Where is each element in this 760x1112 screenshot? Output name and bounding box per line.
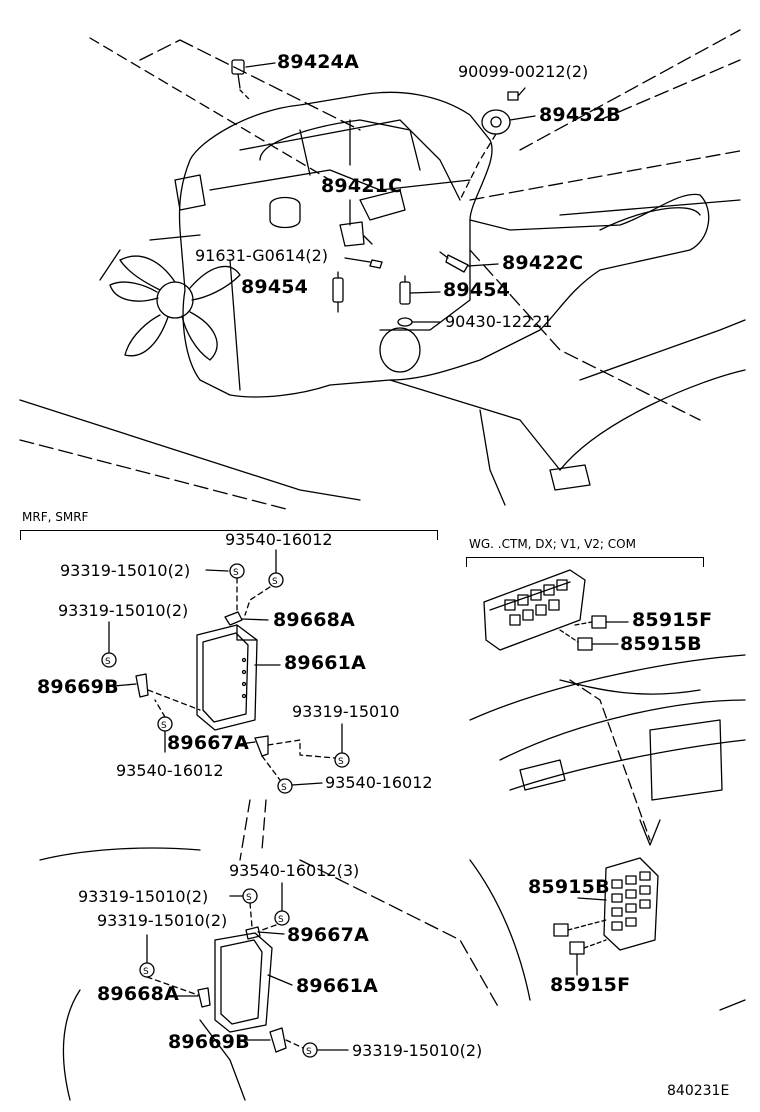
label-93319-15010-c: 93319-15010 — [292, 702, 400, 721]
label-93319-15010-d: 93319-15010(2) — [78, 887, 209, 906]
svg-text:S: S — [233, 568, 239, 578]
washer-90430 — [397, 317, 441, 327]
svg-text:S: S — [143, 967, 149, 977]
sensor-89452B — [459, 109, 536, 201]
label-93540-16012-right: 93540-16012 — [325, 773, 433, 792]
label-85915F-top: 85915F — [632, 609, 713, 631]
label-89661A: 89661A — [284, 652, 367, 674]
svg-text:S: S — [105, 657, 111, 667]
label-93319-15010-f: 93319-15010(2) — [352, 1041, 483, 1060]
label-90430-12221: 90430-12221 — [445, 312, 553, 331]
label-90099-00212: 90099-00212(2) — [458, 62, 589, 81]
label-89667A: 89667A — [167, 732, 250, 754]
sensor-89454-right — [399, 275, 441, 305]
svg-text:S: S — [338, 757, 344, 767]
section-title-mrf-smrf: MRF, SMRF — [22, 510, 89, 524]
label-93319-15010-e: 93319-15010(2) — [97, 911, 228, 930]
label-85915B-bottom: 85915B — [528, 876, 610, 898]
label-89424A: 89424A — [277, 51, 360, 73]
sensor-89454-left — [332, 271, 344, 313]
label-93319-15010-b: 93319-15010(2) — [58, 601, 189, 620]
section-title-wg-ctm: WG. .CTM, DX; V1, V2; COM — [469, 537, 636, 551]
label-89422C: 89422C — [502, 252, 584, 274]
label-89667A-bottom: 89667A — [287, 924, 370, 946]
label-89669B-bottom: 89669B — [168, 1031, 250, 1053]
sensor-89422C — [439, 251, 499, 273]
svg-text:S: S — [272, 577, 278, 587]
label-89452B: 89452B — [539, 104, 621, 126]
diagram-code: 840231E — [667, 1083, 730, 1099]
bolt-91631 — [344, 257, 383, 269]
ecu-left-illustration: S S S S S S — [101, 549, 350, 861]
label-89668A: 89668A — [273, 609, 356, 631]
sensor-89424A — [231, 59, 276, 101]
svg-text:S: S — [281, 783, 287, 793]
label-89454-left: 89454 — [241, 276, 309, 298]
label-85915F-bottom: 85915F — [550, 974, 631, 996]
label-89669B: 89669B — [37, 676, 119, 698]
section-bracket-right — [466, 557, 704, 567]
section-bracket-left — [20, 530, 438, 540]
label-93319-15010-a: 93319-15010(2) — [60, 561, 191, 580]
label-93540-16012-left: 93540-16012 — [116, 761, 224, 780]
label-85915B-top: 85915B — [620, 633, 702, 655]
label-89668A-bottom: 89668A — [97, 983, 180, 1005]
ecu-bottom-illustration: S S S S — [39, 847, 501, 1101]
sensor-89421C — [339, 199, 373, 247]
label-89421C: 89421C — [321, 175, 403, 197]
label-91631-G0614: 91631-G0614(2) — [195, 246, 329, 265]
bolt-90099 — [507, 87, 526, 101]
svg-text:S: S — [278, 915, 284, 925]
label-93540-16012-3: 93540-16012(3) — [229, 861, 360, 880]
svg-text:S: S — [161, 721, 167, 731]
label-93540-16012-top: 93540-16012 — [225, 530, 333, 549]
label-89454-right: 89454 — [443, 279, 511, 301]
fan-illustration — [99, 234, 241, 361]
svg-text:S: S — [246, 893, 252, 903]
label-89661A-bottom: 89661A — [296, 975, 379, 997]
relay-right-illustration — [469, 569, 746, 1011]
svg-text:S: S — [306, 1047, 312, 1057]
engine-illustration — [19, 29, 746, 511]
